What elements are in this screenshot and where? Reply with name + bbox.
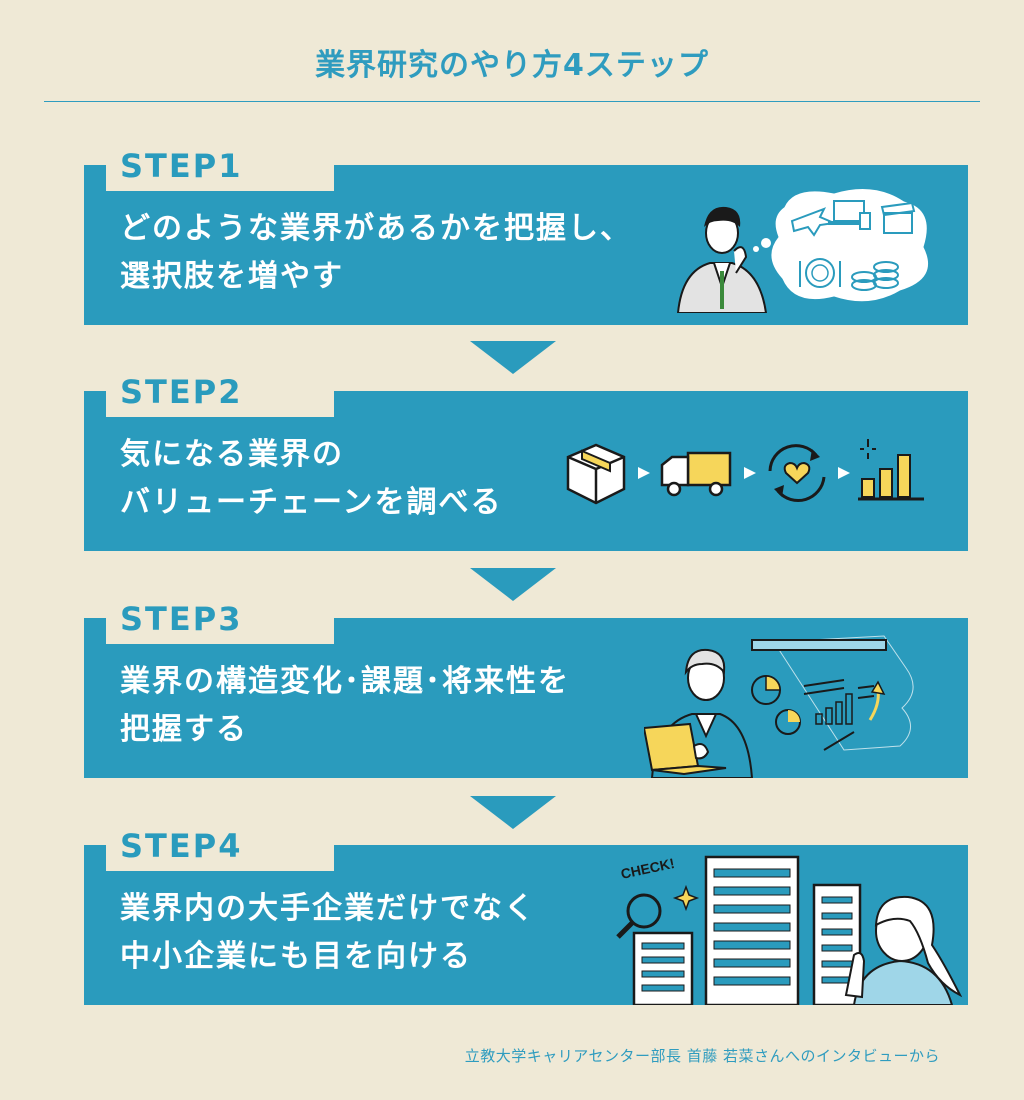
box-icon	[566, 443, 626, 505]
step-4-card: STEP4 業界内の大手企業だけでなく 中小企業にも目を向ける CHECK!	[84, 819, 968, 1005]
step-2-label: STEP2	[120, 373, 243, 411]
analyst-with-laptop-illustration	[644, 635, 914, 778]
step-3-tab: STEP3	[106, 592, 334, 644]
step-3-line-2: 把握する	[120, 712, 248, 747]
title-divider	[44, 101, 980, 102]
step-1-tab: STEP1	[106, 139, 334, 191]
step-4-label: STEP4	[120, 827, 243, 865]
step-3-label: STEP3	[120, 600, 243, 638]
step-2-tab: STEP2	[106, 365, 334, 417]
thinking-businessman-illustration	[676, 188, 929, 313]
step-1-to-2-arrow	[470, 341, 556, 374]
page-title: 業界研究のやり方4ステップ	[315, 48, 709, 83]
step-3-card: STEP3 業界の構造変化･課題･将来性を 把握する	[84, 592, 968, 778]
check-label: CHECK!	[619, 855, 676, 882]
source-credit: 立教大学キャリアセンター部長 首藤 若菜さんへのインタビューから	[464, 1047, 940, 1065]
step-2-description: 気になる業界の バリューチェーンを調べる	[120, 431, 503, 527]
step-3-line-1: 業界の構造変化･課題･将来性を	[120, 664, 570, 699]
growth-chart-icon	[858, 439, 924, 501]
step-2-line-2: バリューチェーンを調べる	[120, 485, 503, 520]
step-1-card: STEP1 どのような業界があるかを把握し、 選択肢を増やす	[84, 139, 968, 325]
step-4-line-2: 中小企業にも目を向ける	[120, 939, 472, 974]
step-4-tab: STEP4	[106, 819, 334, 871]
step-3-description: 業界の構造変化･課題･将来性を 把握する	[120, 658, 570, 754]
arrow-icon	[638, 467, 650, 479]
arrow-icon	[838, 467, 850, 479]
step-1-line-2: 選択肢を増やす	[120, 259, 344, 294]
company-buildings-illustration: CHECK!	[616, 855, 963, 1005]
step-1-label: STEP1	[120, 147, 243, 185]
step-4-description: 業界内の大手企業だけでなく 中小企業にも目を向ける	[120, 885, 536, 981]
step-1-description: どのような業界があるかを把握し、 選択肢を増やす	[120, 205, 632, 301]
step-1-line-1: どのような業界があるかを把握し、	[120, 211, 632, 246]
truck-icon	[660, 451, 732, 497]
step-4-line-1: 業界内の大手企業だけでなく	[120, 891, 536, 926]
step-2-card: STEP2 気になる業界の バリューチェーンを調べる	[84, 365, 968, 551]
step-2-to-3-arrow	[470, 568, 556, 601]
arrow-icon	[744, 467, 756, 479]
step-3-to-4-arrow	[470, 796, 556, 829]
step-2-line-1: 気になる業界の	[120, 437, 344, 472]
cycle-heart-icon	[768, 444, 826, 502]
value-chain-illustration	[566, 439, 924, 505]
